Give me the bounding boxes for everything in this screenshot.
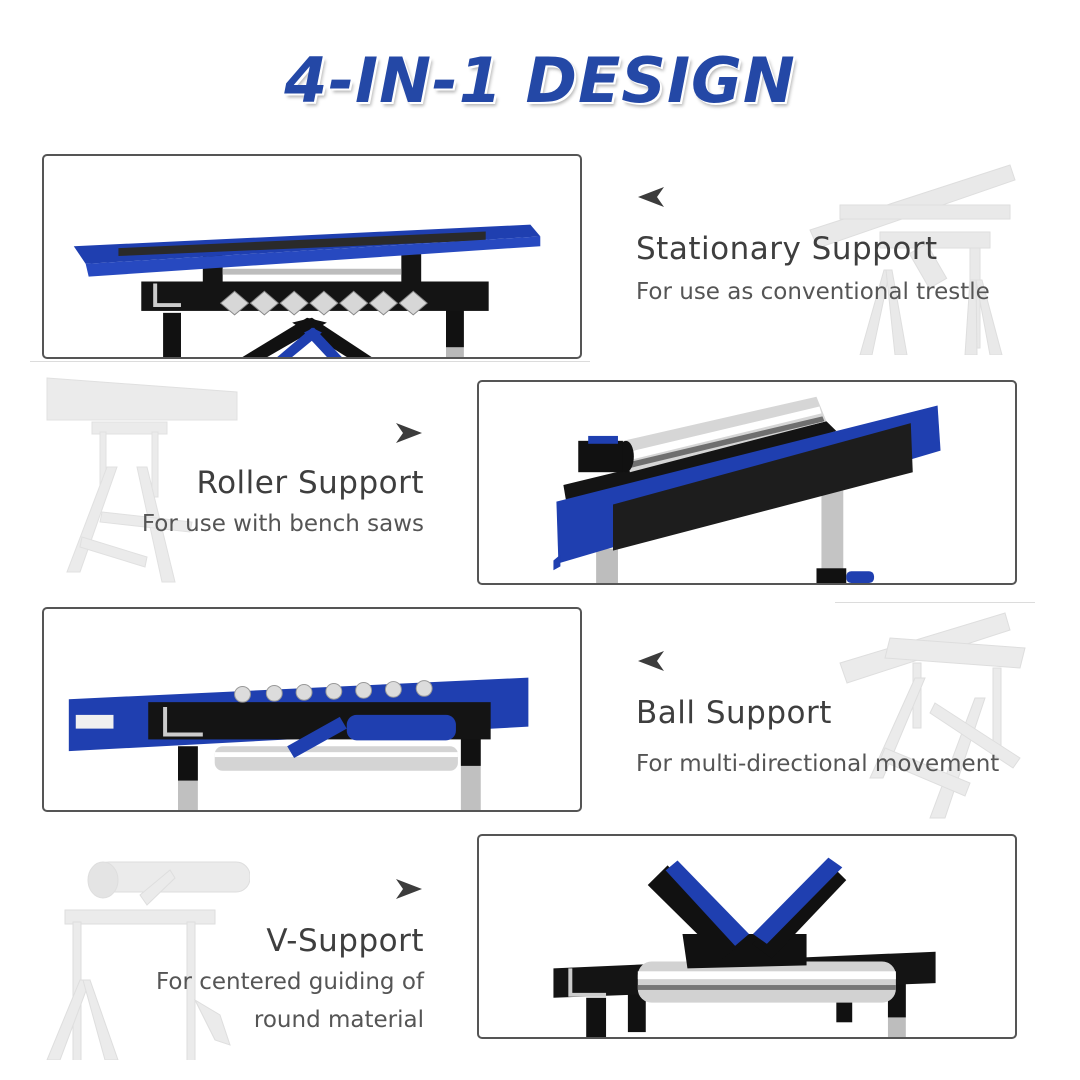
trestle-illustration-icon [809,164,1016,356]
divider [835,602,1035,603]
ghost-roller-trestle-image [42,372,242,587]
ball-support-photo [68,677,529,810]
section-heading: V-Support [266,923,424,959]
divider [30,361,590,362]
photo-panel-roller [477,380,1017,585]
section-description: round material [253,1007,424,1033]
section-heading: Roller Support [196,465,424,501]
trestle-illustration-icon [839,612,1026,819]
section-ball: Ball Support For multi-directional movem… [636,650,999,783]
trestle-illustration-icon [46,377,238,583]
section-stationary: Stationary Support For use as convention… [636,186,990,311]
arrow-right-icon [394,878,424,900]
arrow-left-icon [636,186,666,208]
ghost-stationary-trestle-image [800,160,1020,356]
stationary-support-photo [73,224,541,357]
arrow-right-icon [394,422,424,444]
section-heading: Stationary Support [636,231,938,267]
roller-support-photo [553,396,941,583]
section-description: For multi-directional movement [636,751,1000,777]
photo-panel-ball [42,607,582,812]
section-v-support: V-Support For centered guiding of round … [156,878,424,1039]
section-description: For centered guiding of [155,969,424,995]
photo-panel-v-support [477,834,1017,1039]
v-support-photo [553,857,936,1037]
ghost-ball-trestle-image [835,608,1035,823]
page-title: 4-IN-1 DESIGN [284,44,796,117]
arrow-left-icon [636,650,666,672]
section-roller: Roller Support For use with bench saws [142,422,424,543]
section-description: For use with bench saws [141,511,424,537]
section-heading: Ball Support [636,695,832,731]
section-description: For use as conventional trestle [636,279,990,305]
photo-panel-stationary [42,154,582,359]
